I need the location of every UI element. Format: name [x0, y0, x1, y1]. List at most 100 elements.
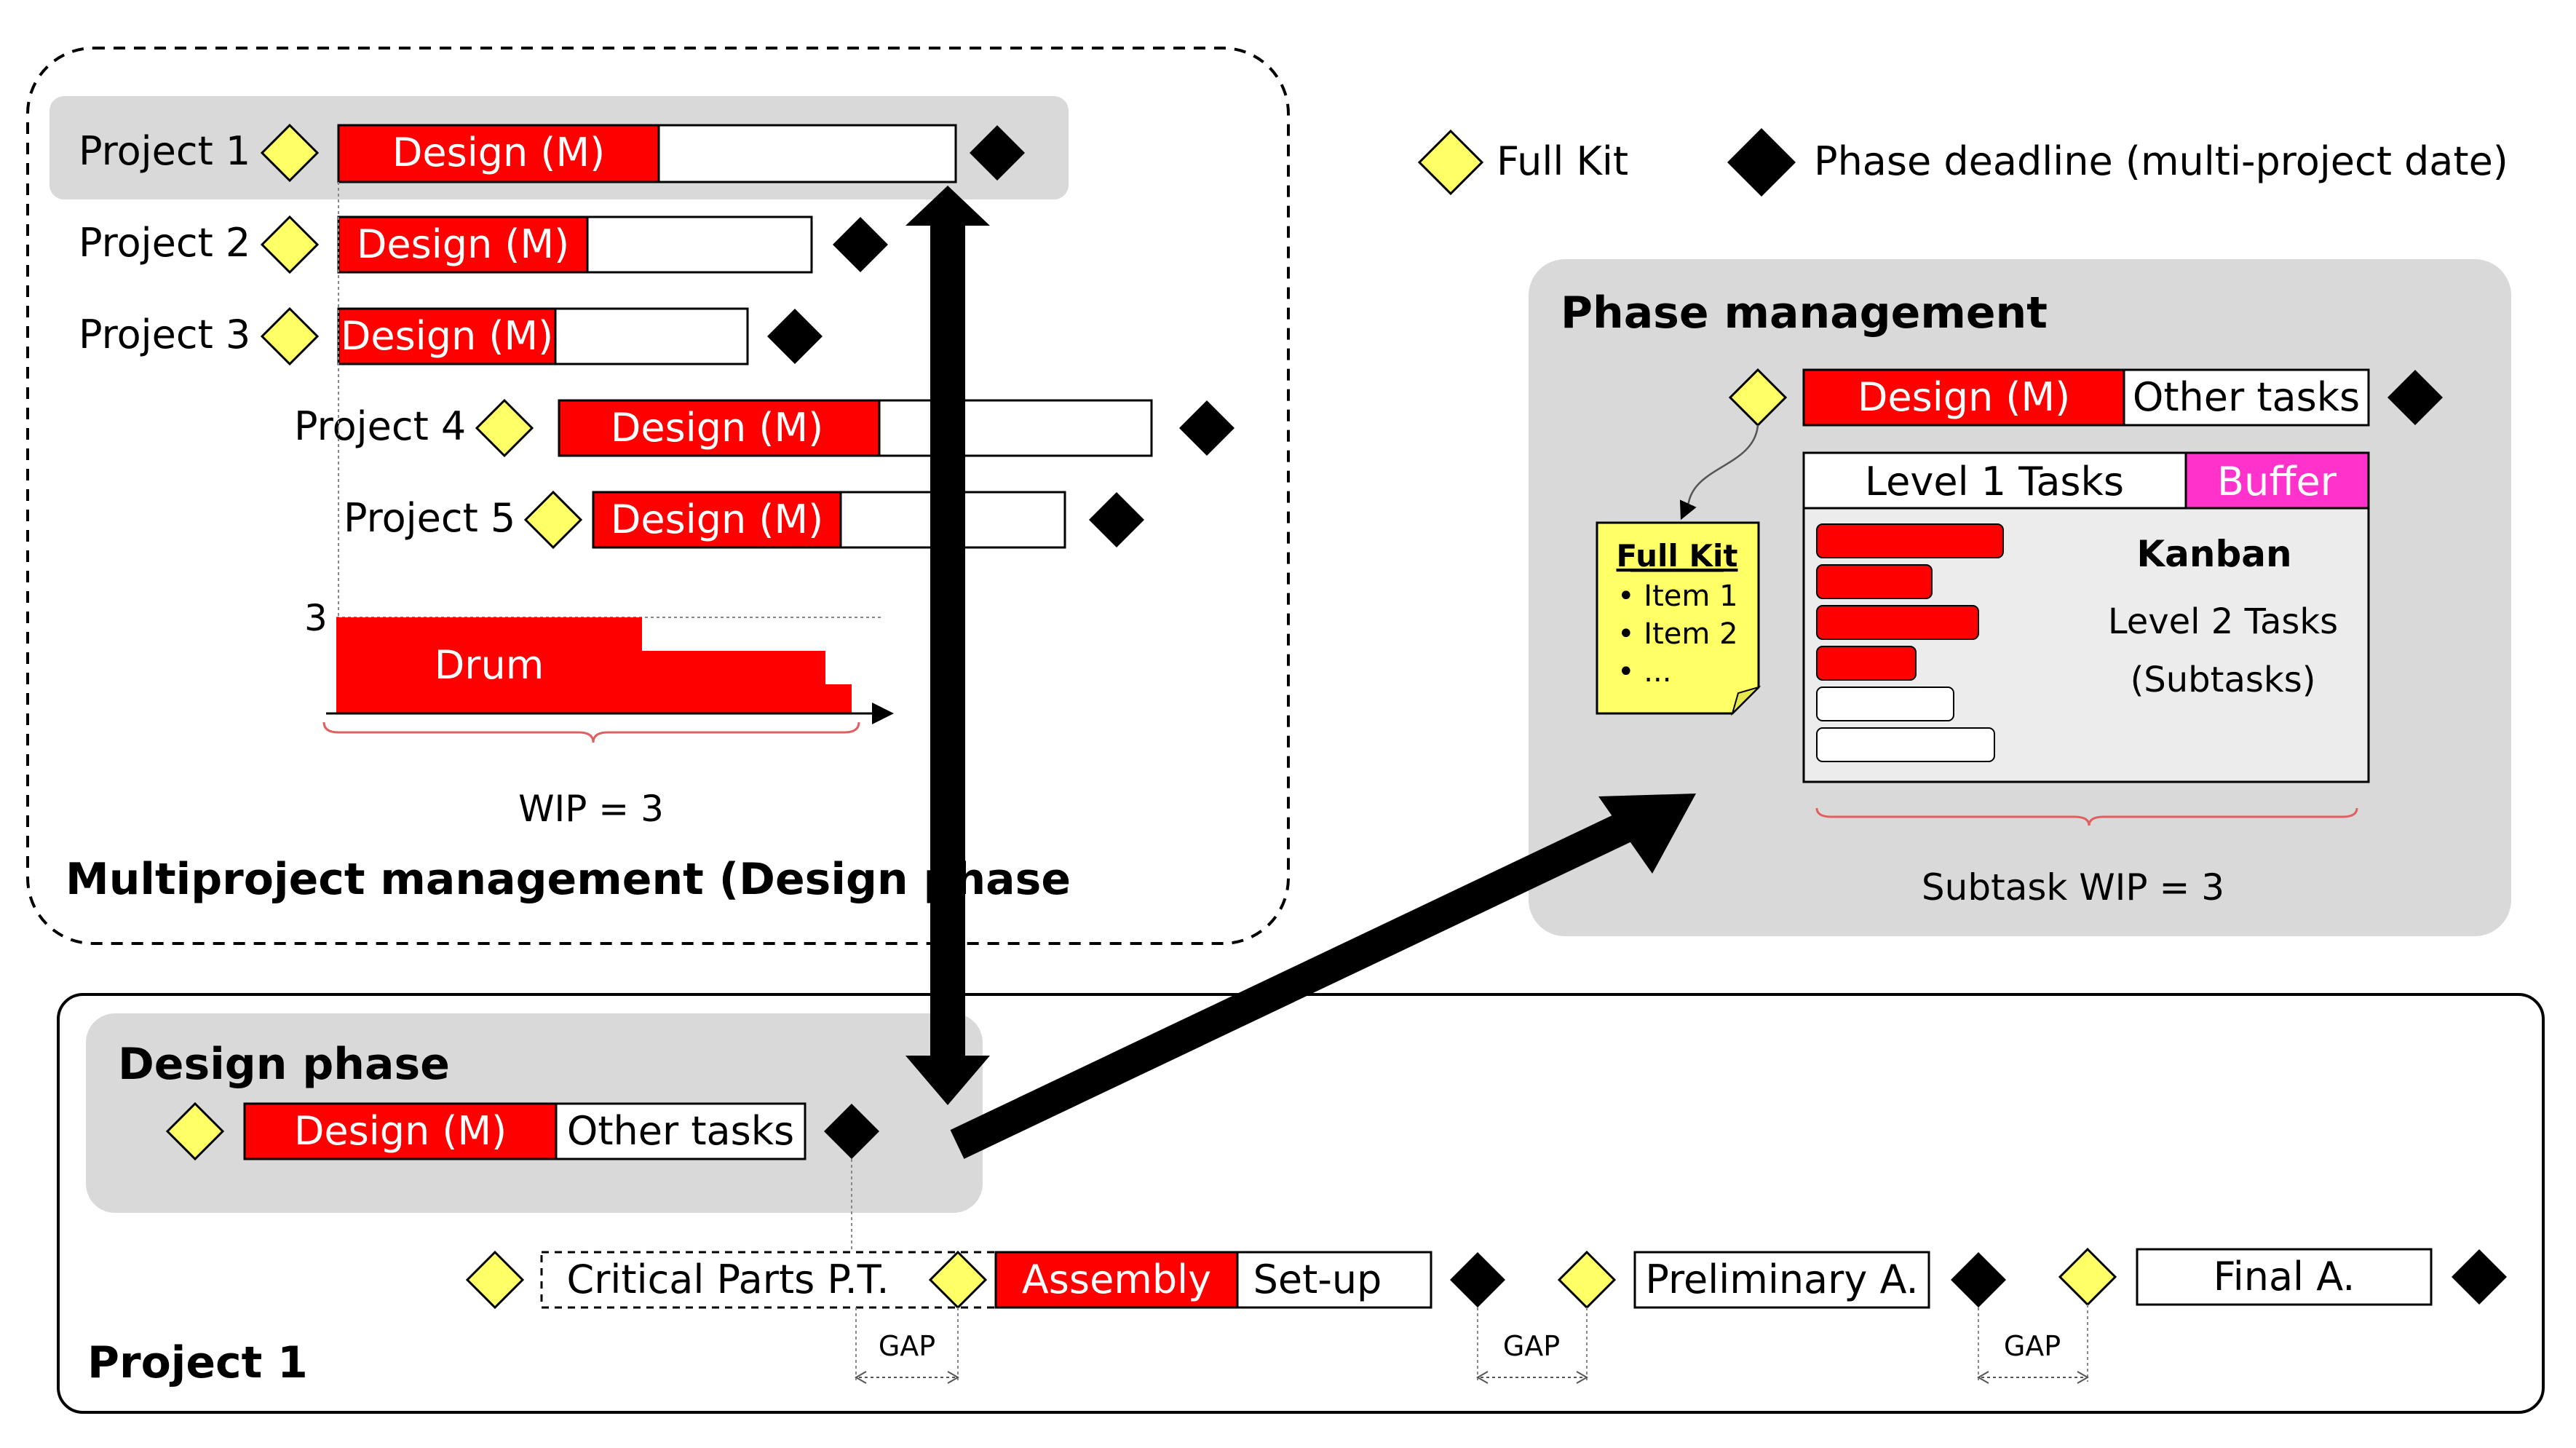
other-tasks-label: Other tasks — [2133, 374, 2360, 420]
full-kit-diamond-icon — [260, 123, 320, 183]
kanban-bar-in-progress — [1816, 646, 1917, 681]
full-kit-diamond-icon — [523, 490, 583, 550]
remaining-task-bar — [878, 399, 1153, 457]
full-kit-diamond-icon — [2058, 1247, 2117, 1307]
project-row-2: Project 2 Design (M) — [79, 215, 888, 274]
critical-parts-bar — [540, 1251, 997, 1309]
project1-title: Project 1 — [87, 1337, 308, 1388]
kanban-bar-waiting — [1816, 727, 1995, 762]
multiproject-title: Multiproject management (Design phase — [66, 854, 1071, 905]
subtasks-label: (Subtasks) — [2131, 660, 2316, 700]
project-label: Project 2 — [79, 220, 250, 266]
other-tasks-bar — [555, 1102, 807, 1160]
final-label: Final A. — [2214, 1254, 2355, 1299]
assembly-bar — [994, 1251, 1239, 1309]
gap-marker: GAP — [1475, 1307, 1589, 1384]
project-row-5: Project 5 Design (M) — [344, 490, 1144, 550]
legend-full-kit: Full Kit — [1497, 138, 1628, 184]
remaining-task-bar — [586, 215, 813, 274]
legend: Full Kit Phase deadline (multi-project d… — [1417, 128, 2508, 197]
legend-phase-deadline: Phase deadline (multi-project date) — [1814, 138, 2508, 184]
other-tasks-label: Other tasks — [567, 1108, 794, 1154]
project-label: Project 5 — [344, 495, 515, 541]
drum-area — [336, 617, 852, 713]
level1-label: Level 1 Tasks — [1865, 459, 2124, 505]
double-arrow-icon — [905, 186, 990, 1105]
buffer-label: Buffer — [2217, 459, 2337, 505]
project-row-4: Project 4 Design (M) — [294, 398, 1235, 458]
full-kit-diamond-icon — [1557, 1250, 1617, 1310]
preliminary-bar — [1633, 1251, 1930, 1309]
setup-label: Set-up — [1253, 1257, 1382, 1302]
kanban-bar-in-progress — [1816, 523, 2004, 558]
deadline-diamond-icon — [824, 1104, 879, 1159]
assembly-label: Assembly — [1022, 1257, 1211, 1302]
note-title: Full Kit — [1617, 538, 1738, 574]
other-tasks-bar — [2123, 368, 2370, 427]
subtask-wip-label: Subtask WIP = 3 — [1922, 866, 2224, 909]
subtask-wip-brace — [1815, 807, 2358, 826]
wip-label: WIP = 3 — [518, 788, 664, 830]
deadline-diamond-icon — [1179, 400, 1235, 456]
diagonal-arrow-icon — [950, 794, 1696, 1159]
kanban-bar-in-progress — [1816, 564, 1933, 599]
multiproject-frame — [26, 47, 1290, 945]
full-kit-diamond-icon — [260, 306, 320, 366]
setup-bar — [1236, 1251, 1432, 1309]
buffer-header — [2184, 451, 2370, 510]
design-task-label: Design (M) — [357, 221, 569, 267]
gap-label: GAP — [879, 1330, 935, 1362]
drum-chart: 3 Drum WIP = 3 — [304, 597, 894, 830]
deadline-diamond-icon — [1951, 1252, 2006, 1307]
design-task-label: Design (M) — [341, 313, 553, 359]
full-kit-diamond-icon — [260, 215, 320, 274]
project-label: Project 1 — [79, 128, 250, 174]
full-kit-diamond-icon — [165, 1101, 225, 1161]
kanban-label: Kanban — [2136, 533, 2291, 575]
gap-label: GAP — [2004, 1330, 2061, 1362]
gap-marker: GAP — [1976, 1305, 2090, 1384]
design-task-label: Design (M) — [294, 1108, 507, 1154]
deadline-diamond-icon — [1089, 492, 1144, 547]
deadline-diamond-icon — [833, 217, 888, 272]
project-label: Project 3 — [79, 312, 250, 357]
design-task-bar — [337, 124, 660, 183]
remaining-task-bar — [657, 124, 957, 183]
note-item: • Item 1 — [1617, 579, 1738, 613]
project-label: Project 4 — [294, 403, 466, 449]
gap-label: GAP — [1503, 1330, 1560, 1362]
deadline-diamond-icon — [767, 309, 823, 364]
deadline-diamond-icon — [2452, 1249, 2507, 1305]
remaining-task-bar — [554, 307, 749, 365]
project-row-1: Project 1 Design (M) — [79, 123, 1025, 183]
gap-marker: GAP — [854, 1307, 960, 1384]
full-kit-note: Full Kit • Item 1 • Item 2 • ... — [1596, 521, 1761, 716]
design-task-bar — [337, 215, 589, 274]
design-phase-title: Design phase — [118, 1039, 450, 1090]
design-task-bar — [243, 1102, 558, 1160]
level2-label: Level 2 Tasks — [2108, 601, 2338, 642]
project-row-3: Project 3 Design (M) — [79, 306, 823, 366]
note-fold — [1730, 685, 1761, 716]
design-task-label: Design (M) — [611, 496, 823, 542]
design-task-label: Design (M) — [392, 130, 605, 175]
design-task-bar — [337, 307, 557, 365]
drum-label: Drum — [435, 642, 544, 688]
design-task-bar — [592, 491, 842, 549]
full-kit-diamond-icon — [475, 398, 534, 458]
note-item: • ... — [1617, 655, 1671, 689]
design-task-bar — [1802, 368, 2125, 427]
note-item: • Item 2 — [1617, 617, 1738, 651]
full-kit-diamond-icon — [465, 1250, 525, 1310]
deadline-diamond-icon — [1727, 128, 1796, 197]
deadline-diamond-icon — [970, 125, 1025, 181]
full-kit-diamond-icon — [1417, 129, 1484, 196]
full-kit-connector — [1679, 424, 1759, 521]
drum-level-label: 3 — [304, 597, 328, 639]
design-task-label: Design (M) — [1858, 374, 2070, 420]
design-task-label: Design (M) — [611, 405, 823, 451]
wip-brace — [322, 721, 860, 743]
kanban-bar-waiting — [1816, 687, 1954, 721]
final-bar — [2136, 1248, 2433, 1306]
